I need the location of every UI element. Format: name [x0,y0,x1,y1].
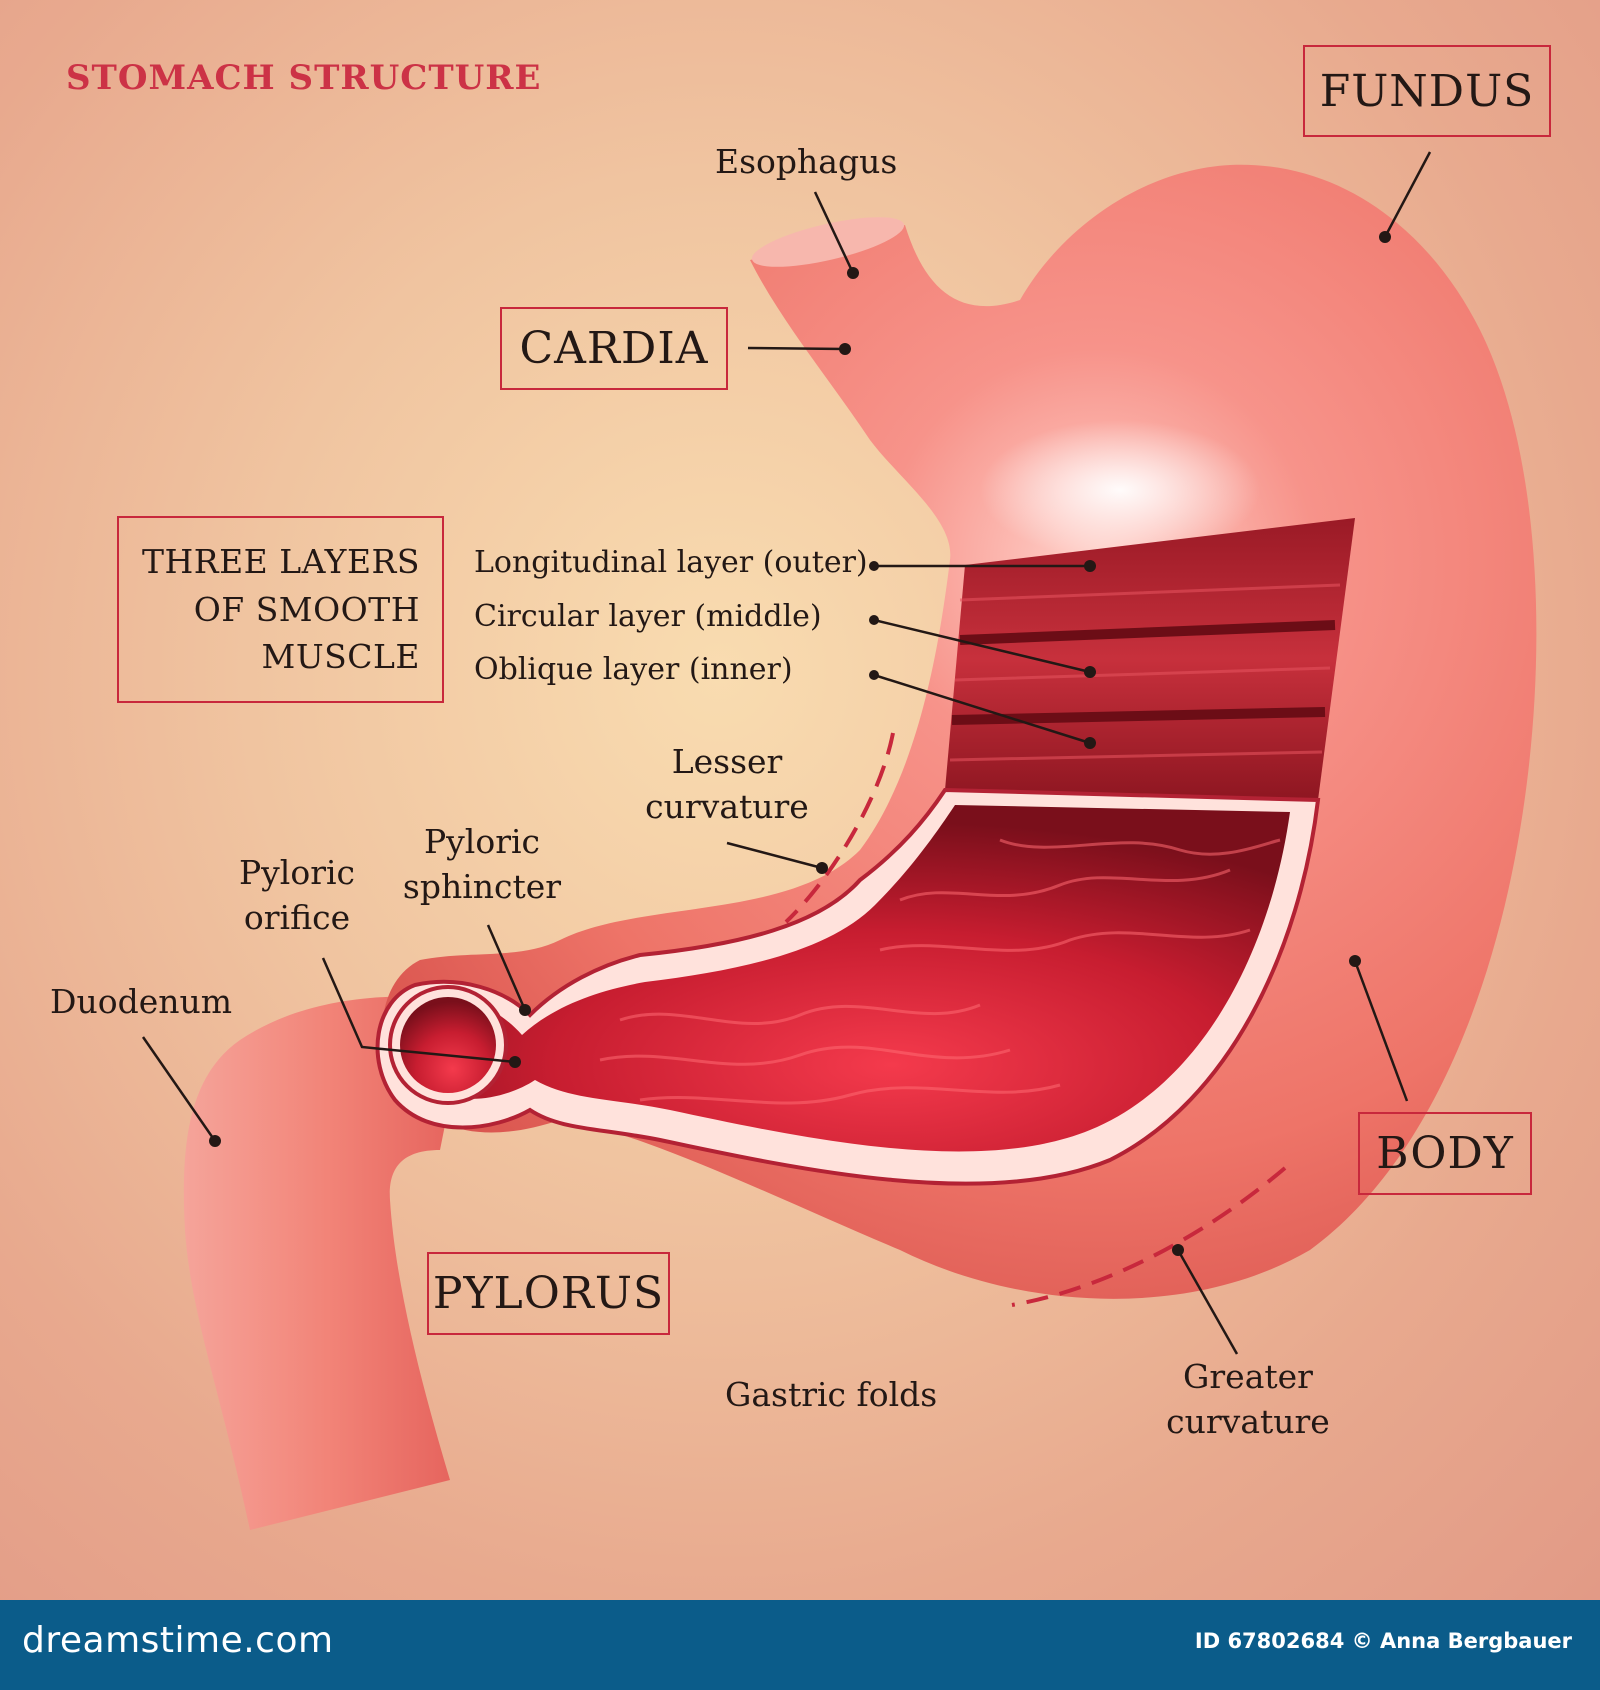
gastric-folds-label: Gastric folds [725,1375,938,1414]
duodenum-label: Duodenum [50,982,233,1021]
oblique-layer-label: Oblique layer (inner) [474,652,793,687]
stomach-lumen [404,805,1290,1152]
cardia-box: CARDIA [500,307,728,390]
leader-lines [141,151,1432,1355]
greater-curvature-line-1: Greater [1183,1357,1313,1396]
pylorus-box: PYLORUS [427,1252,670,1335]
three-layers-line-2: OF SMOOTH [193,589,420,629]
lesser-curvature-line-1: Lesser [671,742,783,781]
duodenum-shape [183,996,470,1530]
greater-curvature-label: Greater curvature [1148,1355,1348,1444]
lesser-curvature-line-2: curvature [645,786,809,826]
footer-bar: dreamstime.com ID 67802684 © Anna Bergba… [0,1600,1600,1690]
page-title: STOMACH STRUCTURE [66,58,542,98]
three-layers-line-1: THREE LAYERS [141,541,420,581]
gastric-folds-pattern [599,838,1281,1105]
esophagus-label: Esophagus [715,142,898,181]
longitudinal-layer-label: Longitudinal layer (outer) [474,545,868,580]
stomach-illustration [141,151,1537,1530]
esophagus-opening [751,217,905,267]
pyloric-sphincter-line-1: Pyloric [423,822,541,861]
greater-curvature-dash [1011,1166,1287,1307]
fundus-box: FUNDUS [1303,45,1551,137]
footer-credit: ID 67802684 © Anna Bergbauer [1194,1629,1572,1653]
circular-layer-label: Circular layer (middle) [474,599,822,634]
lesser-curvature-label: Lesser curvature [627,740,827,829]
pyloric-orifice-line-1: Pyloric [238,853,356,892]
leader-dots [209,231,1391,1256]
greater-curvature-line-2: curvature [1166,1401,1330,1441]
lesser-curvature-dash [784,732,895,924]
pyloric-orifice-label: Pyloric orifice [222,851,372,940]
pyloric-orifice-line-2: orifice [243,897,351,937]
three-layers-box: THREE LAYERS OF SMOOTH MUSCLE [117,516,444,703]
three-layers-line-3: MUSCLE [261,637,420,677]
footer-site-link[interactable]: dreamstime.com [22,1620,334,1661]
body-box: BODY [1358,1112,1532,1195]
pyloric-sphincter-line-2: sphincter [402,866,562,906]
pyloric-sphincter-label: Pyloric sphincter [392,820,572,909]
